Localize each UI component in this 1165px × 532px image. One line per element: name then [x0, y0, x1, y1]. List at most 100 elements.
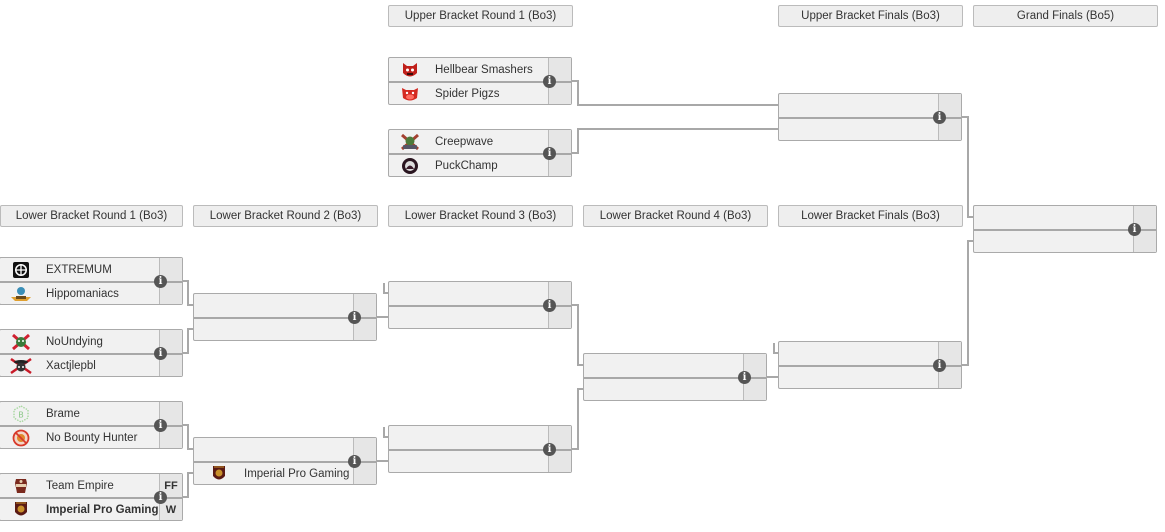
team-slot[interactable]: EXTREMUM — [0, 258, 160, 282]
team-slot[interactable] — [779, 118, 939, 142]
match-lb-r2-2: Imperial Pro Gaming i — [193, 437, 377, 485]
match-info-icon[interactable]: i — [154, 347, 167, 360]
match-info-icon[interactable]: i — [933, 359, 946, 372]
divider — [0, 425, 182, 427]
team-empire-logo-icon — [10, 477, 32, 495]
team-name: Brame — [46, 408, 80, 420]
match-ub-r1-2: Creepwave PuckChamp i — [388, 129, 572, 177]
match-info-icon[interactable]: i — [154, 419, 167, 432]
team-slot[interactable] — [389, 426, 549, 450]
team-slot[interactable] — [389, 306, 549, 330]
team-name: Hippomaniacs — [46, 288, 119, 300]
match-info-icon[interactable]: i — [933, 111, 946, 124]
match-lb-r4-1: i — [583, 353, 767, 401]
team-slot[interactable]: Team Empire — [0, 474, 160, 498]
match-lb-r3-2: i — [388, 425, 572, 473]
match-info-icon[interactable]: i — [154, 275, 167, 288]
match-info-icon[interactable]: i — [738, 371, 751, 384]
divider — [0, 281, 182, 283]
team-slot[interactable]: Imperial Pro Gaming — [194, 462, 354, 486]
match-info-icon[interactable]: i — [348, 455, 361, 468]
team-slot[interactable]: B Brame — [0, 402, 160, 426]
divider — [584, 377, 766, 379]
divider — [389, 81, 571, 83]
match-lb-r2-1: i — [193, 293, 377, 341]
team-slot[interactable] — [974, 230, 1134, 254]
team-slot[interactable] — [779, 342, 939, 366]
match-info-icon[interactable]: i — [1128, 223, 1141, 236]
team-name: PuckChamp — [435, 160, 498, 172]
connector — [572, 304, 584, 366]
team-slot[interactable] — [779, 94, 939, 118]
match-ub-r1-1: Hellbear Smashers Spider Pigzs i — [388, 57, 572, 105]
connector — [962, 240, 974, 366]
xactjlepbl-logo-icon — [10, 357, 32, 375]
team-slot[interactable]: Creepwave — [389, 130, 549, 154]
match-info-icon[interactable]: i — [348, 311, 361, 324]
divider — [194, 317, 376, 319]
connector — [383, 283, 388, 294]
team-slot[interactable]: Hippomaniacs — [0, 282, 160, 306]
team-slot[interactable]: Xactjlepbl — [0, 354, 160, 378]
noundying-logo-icon — [10, 333, 32, 351]
match-grand-finals: i — [973, 205, 1157, 253]
match-info-icon[interactable]: i — [154, 491, 167, 504]
match-lb-r3-1: i — [388, 281, 572, 329]
score-win: W — [165, 504, 177, 516]
extremum-logo-icon — [10, 261, 32, 279]
header-lower-bracket-finals: Lower Bracket Finals (Bo3) — [778, 205, 963, 227]
team-slot[interactable]: Spider Pigzs — [389, 82, 549, 106]
team-slot[interactable]: NoUndying — [0, 330, 160, 354]
match-info-icon[interactable]: i — [543, 75, 556, 88]
no-bounty-hunter-logo-icon — [10, 429, 32, 447]
team-slot[interactable]: Hellbear Smashers — [389, 58, 549, 82]
divider — [779, 365, 961, 367]
divider — [389, 153, 571, 155]
team-name: Team Empire — [46, 480, 114, 492]
match-ub-finals: i — [778, 93, 962, 141]
imperial-pro-gaming-logo-icon — [208, 465, 230, 483]
team-name: Creepwave — [435, 136, 494, 148]
team-slot[interactable] — [584, 354, 744, 378]
team-slot[interactable] — [974, 206, 1134, 230]
puckchamp-logo-icon — [399, 157, 421, 175]
divider — [389, 449, 571, 451]
team-slot[interactable] — [389, 282, 549, 306]
connector — [182, 472, 194, 498]
match-info-icon[interactable]: i — [543, 147, 556, 160]
team-slot[interactable]: PuckChamp — [389, 154, 549, 178]
divider — [0, 353, 182, 355]
team-slot[interactable] — [779, 366, 939, 390]
team-name: NoUndying — [46, 336, 103, 348]
team-slot[interactable] — [584, 378, 744, 402]
match-lb-r1-2: NoUndying Xactjlepbl i — [0, 329, 183, 377]
divider — [0, 497, 182, 499]
match-info-icon[interactable]: i — [543, 443, 556, 456]
connector — [572, 128, 778, 154]
team-slot[interactable] — [389, 450, 549, 474]
team-slot[interactable] — [194, 294, 354, 318]
connector — [182, 280, 194, 306]
team-name: Imperial Pro Gaming — [244, 468, 350, 480]
header-lower-bracket-round-2: Lower Bracket Round 2 (Bo3) — [193, 205, 378, 227]
team-slot[interactable]: Imperial Pro Gaming — [0, 498, 160, 522]
team-name: Xactjlepbl — [46, 360, 96, 372]
match-lb-r1-1: EXTREMUM Hippomaniacs i — [0, 257, 183, 305]
team-name: No Bounty Hunter — [46, 432, 138, 444]
connector — [182, 328, 194, 354]
header-upper-bracket-round-1: Upper Bracket Round 1 (Bo3) — [388, 5, 573, 27]
match-lb-r1-4: Team Empire Imperial Pro Gaming FF W i — [0, 473, 183, 521]
divider — [779, 117, 961, 119]
score-forfeit: FF — [164, 480, 178, 492]
match-info-icon[interactable]: i — [543, 299, 556, 312]
team-slot[interactable] — [194, 438, 354, 462]
team-slot[interactable]: No Bounty Hunter — [0, 426, 160, 450]
connector — [572, 388, 584, 450]
team-slot[interactable] — [194, 318, 354, 342]
connector — [572, 80, 778, 106]
brame-logo-icon: B — [10, 405, 32, 423]
divider — [389, 305, 571, 307]
team-name: EXTREMUM — [46, 264, 112, 276]
connector — [962, 116, 974, 218]
